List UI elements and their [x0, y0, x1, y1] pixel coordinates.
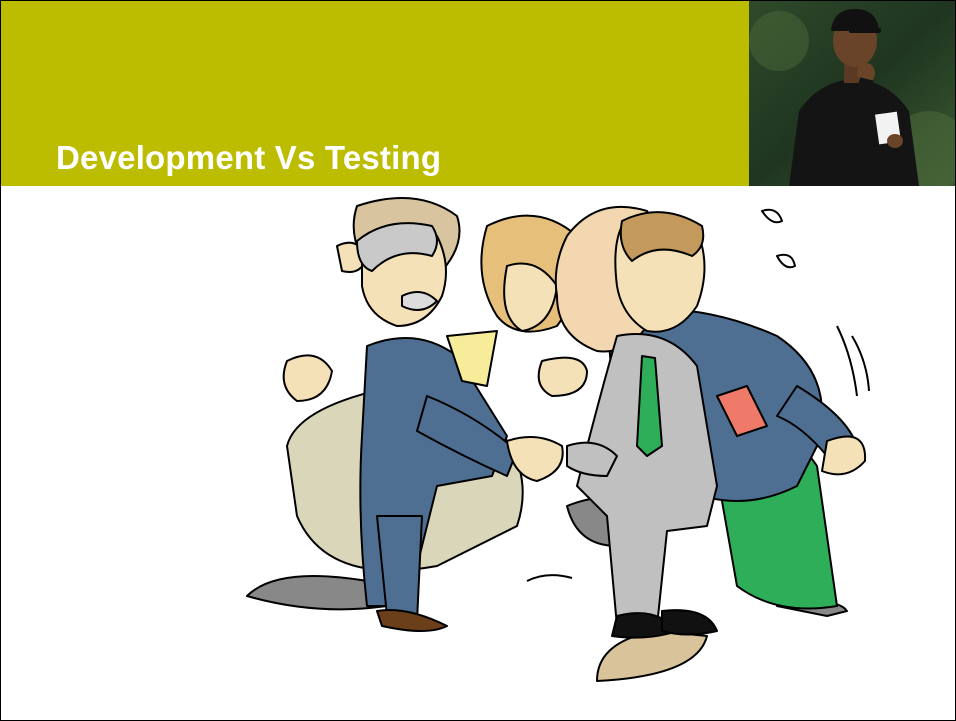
slide-title: Development Vs Testing: [56, 139, 442, 176]
header-band: Development Vs Testing: [1, 1, 749, 186]
handshake-crowd-illustration: [246, 197, 870, 682]
golfer-photo: [749, 1, 955, 186]
